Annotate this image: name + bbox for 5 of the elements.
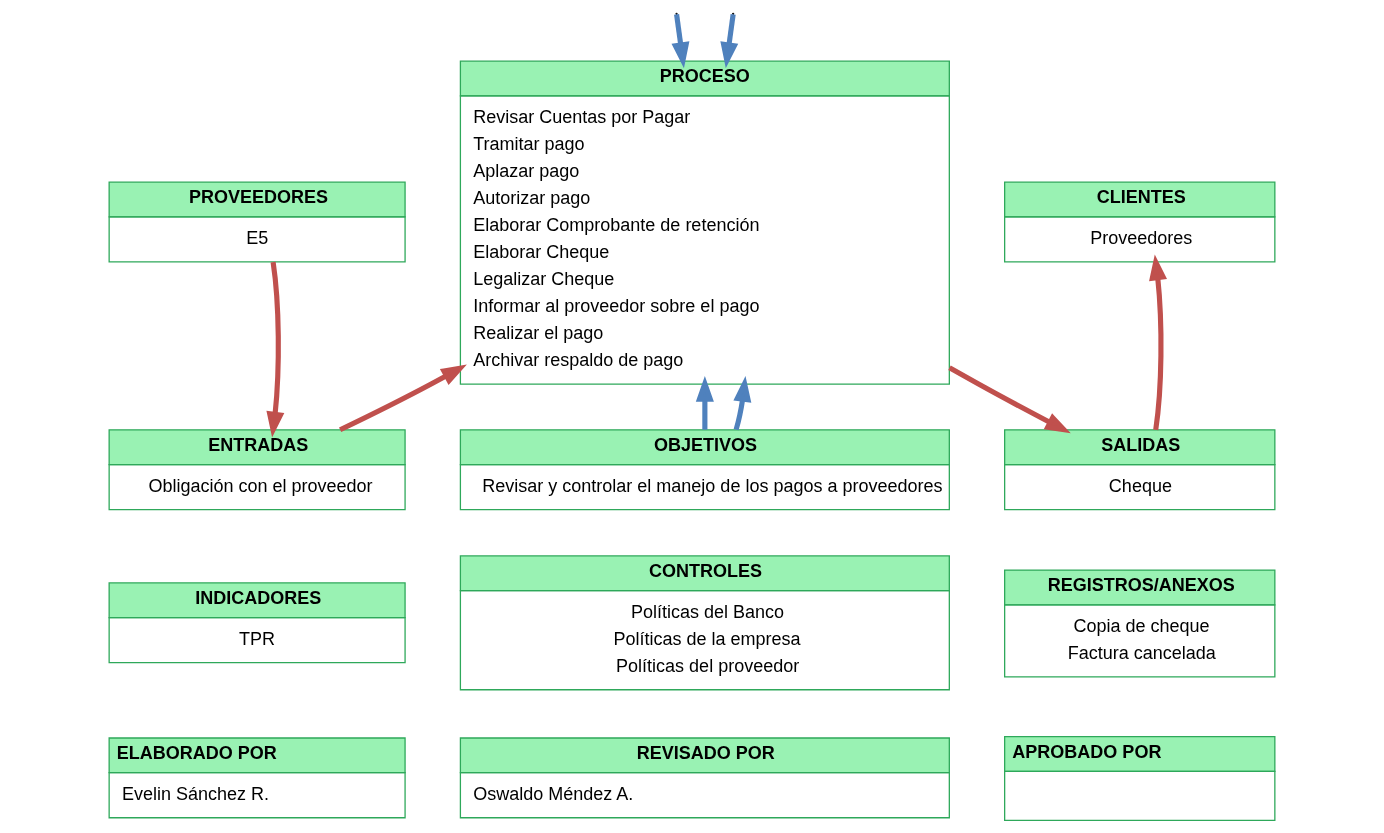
arrow [733, 376, 752, 431]
arrow [948, 365, 1071, 434]
arrow [695, 375, 714, 430]
arrow [266, 261, 285, 438]
arrow [1149, 254, 1167, 431]
